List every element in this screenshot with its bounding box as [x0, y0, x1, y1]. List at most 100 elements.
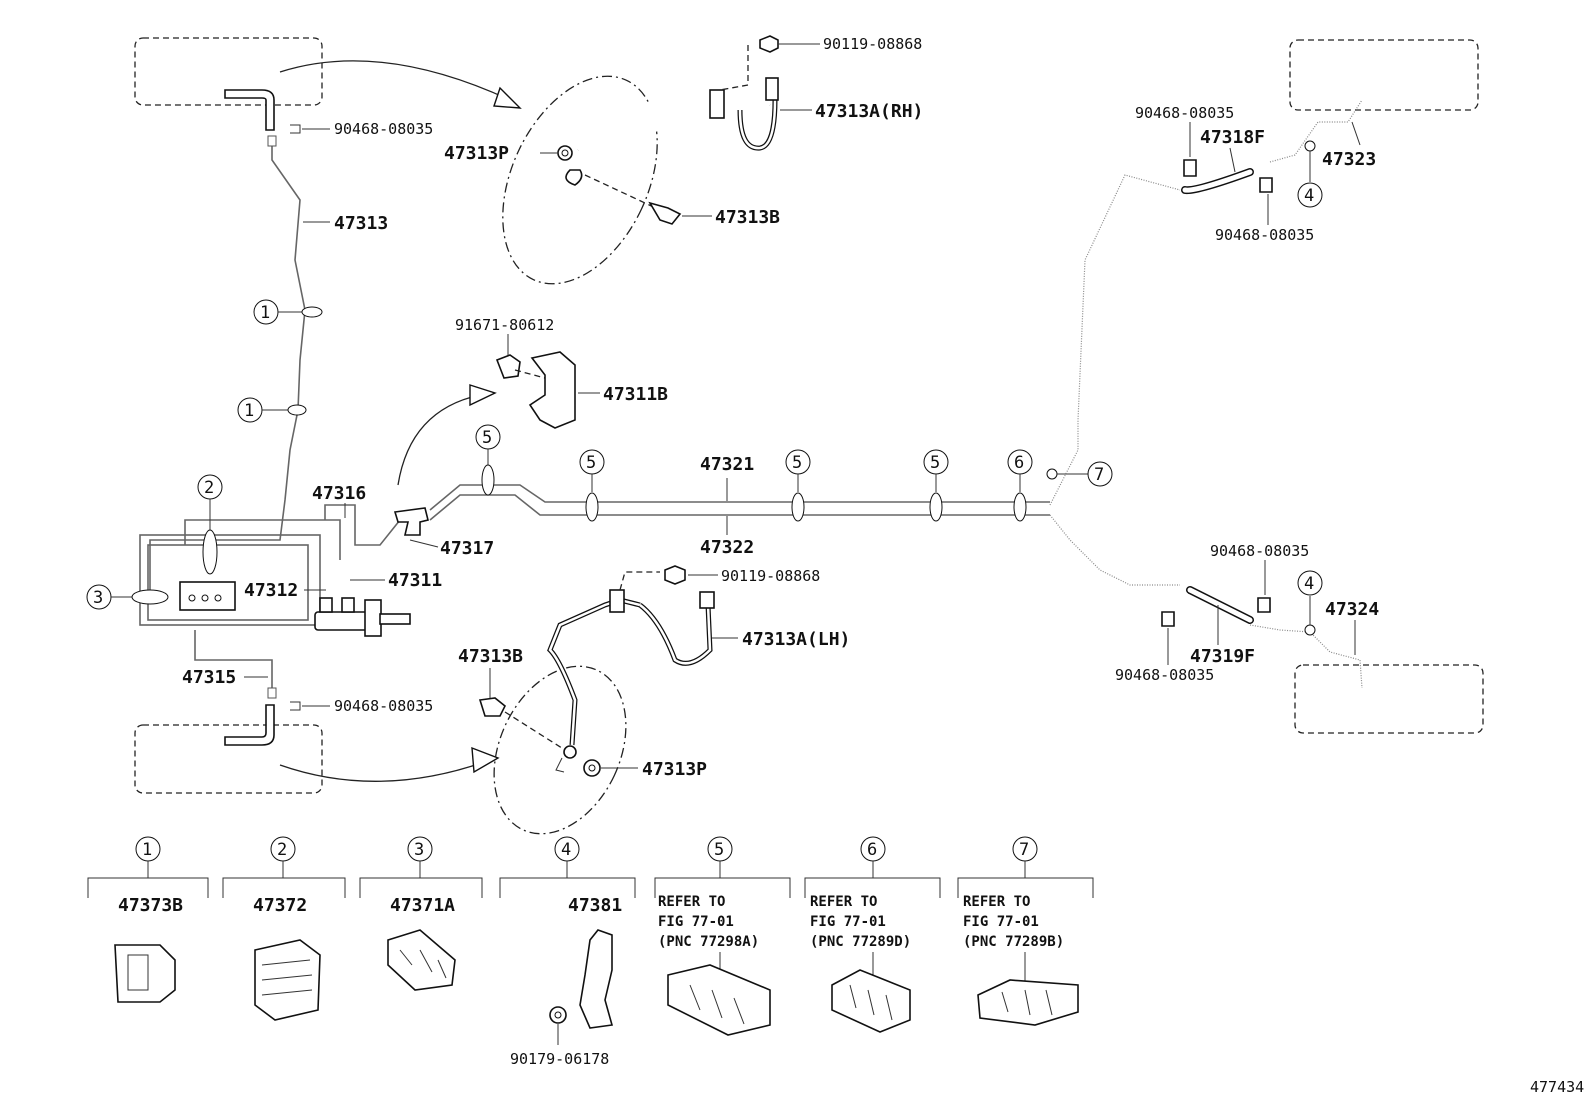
main-tubes-47321-47322: 47321 47322 — [429, 454, 1050, 558]
legend-part-47372: 47372 — [253, 895, 307, 916]
svg-text:2: 2 — [277, 840, 287, 860]
tube-47313: 90468-08035 47313 — [149, 120, 433, 590]
label-90468-08035-mr2: 90468-08035 — [1115, 666, 1214, 684]
svg-text:7: 7 — [1094, 465, 1104, 485]
svg-text:(PNC 77289D): (PNC 77289D) — [810, 934, 911, 950]
label-47312: 47312 — [244, 580, 298, 601]
label-47317: 47317 — [440, 538, 494, 559]
label-47313B-top: 47313B — [715, 207, 780, 228]
label-90468-08035-tr1: 90468-08035 — [1135, 104, 1234, 122]
svg-text:FIG 77-01: FIG 77-01 — [658, 914, 734, 930]
svg-text:5: 5 — [792, 453, 802, 473]
bracket-47311B: 91671-80612 47311B — [397, 316, 668, 486]
callout-4-upper: 4 — [1304, 186, 1314, 206]
top-left-reference-box — [134, 37, 522, 131]
svg-text:5: 5 — [714, 840, 724, 860]
legend-part-47373B: 47373B — [118, 895, 183, 916]
rh-hose-assembly: 90119-08868 47313A(RH) 47313P 47313B — [444, 35, 923, 285]
svg-text:(PNC 77298A): (PNC 77298A) — [658, 934, 759, 950]
label-47311B: 47311B — [603, 384, 668, 405]
bottom-left-reference-box: 90468-08035 — [134, 687, 500, 794]
svg-text:REFER TO: REFER TO — [963, 894, 1030, 910]
legend-item-1: 1 47373B — [87, 836, 209, 1003]
callout-4-lower: 4 — [1304, 574, 1314, 594]
label-91671-80612: 91671-80612 — [455, 316, 554, 334]
label-47313: 47313 — [334, 213, 388, 234]
callout-5-b: 5 — [579, 449, 605, 522]
lh-hose-assembly: 90119-08868 47313A(LH) 47313B 47313P — [458, 565, 850, 835]
label-47313P-bottom: 47313P — [642, 759, 707, 780]
label-47319F: 47319F — [1190, 646, 1255, 667]
label-47316: 47316 — [312, 483, 366, 504]
svg-text:1: 1 — [260, 303, 270, 323]
master-cylinder-assembly: 47316 47312 47311 47317 47315 — [139, 483, 494, 690]
svg-text:REFER TO: REFER TO — [658, 894, 725, 910]
label-47313A-LH: 47313A(LH) — [742, 629, 850, 650]
callout-3: 3 — [86, 584, 169, 610]
callout-1-upper: 1 — [253, 299, 323, 325]
label-90468-08035-mr1: 90468-08035 — [1210, 542, 1309, 560]
legend-item-2: 2 47372 — [222, 836, 346, 1021]
svg-text:3: 3 — [93, 588, 103, 608]
hose-47318F: 90468-08035 47318F 90468-08035 47323 4 — [1135, 39, 1479, 244]
label-47313A-RH: 47313A(RH) — [815, 101, 923, 122]
legend-item-6: 6 REFER TO FIG 77-01 (PNC 77289D) — [804, 836, 941, 1033]
callout-5-d: 5 — [923, 449, 949, 522]
svg-text:(PNC 77289B): (PNC 77289B) — [963, 934, 1064, 950]
label-90468-08035-bl: 90468-08035 — [334, 697, 433, 715]
label-47313P-top: 47313P — [444, 143, 509, 164]
legend-row: 1 47373B 2 47372 3 47371A — [87, 836, 1094, 1068]
legend-part-47381: 47381 — [568, 895, 622, 916]
label-47318F: 47318F — [1200, 127, 1265, 148]
label-47321: 47321 — [700, 454, 754, 475]
clamp-47371A-icon — [387, 929, 456, 991]
label-47315: 47315 — [182, 667, 236, 688]
callout-7: 7 — [1046, 461, 1113, 487]
svg-text:5: 5 — [586, 453, 596, 473]
legend-part-47371A: 47371A — [390, 895, 455, 916]
svg-text:4: 4 — [561, 840, 571, 860]
svg-text:7: 7 — [1019, 840, 1029, 860]
clip-icon — [290, 124, 301, 134]
legend-item-4: 4 47381 90179-06178 — [499, 836, 636, 1068]
hose-47319F: 90468-08035 90468-08035 47319F 4 47324 — [1115, 542, 1484, 734]
legend-item-7: 7 REFER TO FIG 77-01 (PNC 77289B) — [957, 836, 1094, 1026]
figure-id: 477434 — [1530, 1078, 1584, 1096]
label-90468-08035-tr2: 90468-08035 — [1215, 226, 1314, 244]
label-47322: 47322 — [700, 537, 754, 558]
callout-5-a: 5 — [475, 424, 501, 496]
callout-6: 6 — [1007, 449, 1033, 522]
bracket-47381-icon — [579, 929, 614, 1029]
legend-item-5: 5 REFER TO FIG 77-01 (PNC 77298A) — [654, 836, 791, 1036]
tube-end-fitting — [224, 89, 275, 131]
callout-1-lower: 1 — [237, 397, 307, 423]
legend-part-90179-06178: 90179-06178 — [510, 1050, 609, 1068]
svg-text:REFER TO: REFER TO — [810, 894, 877, 910]
svg-text:3: 3 — [414, 840, 424, 860]
clamp-77298A-icon — [667, 964, 771, 1036]
callout-2: 2 — [197, 474, 223, 575]
svg-text:5: 5 — [482, 428, 492, 448]
label-90119-08868-mid: 90119-08868 — [721, 567, 820, 585]
svg-text:2: 2 — [204, 478, 214, 498]
right-tubes — [1049, 99, 1363, 689]
svg-text:FIG 77-01: FIG 77-01 — [963, 914, 1039, 930]
svg-text:6: 6 — [1014, 453, 1024, 473]
svg-text:6: 6 — [867, 840, 877, 860]
svg-text:1: 1 — [142, 840, 152, 860]
label-90119-08868-top: 90119-08868 — [823, 35, 922, 53]
label-47313B-bottom: 47313B — [458, 646, 523, 667]
svg-text:FIG 77-01: FIG 77-01 — [810, 914, 886, 930]
callout-5-c: 5 — [785, 449, 811, 522]
flow-arrow-top — [279, 60, 511, 101]
legend-item-3: 3 47371A — [359, 836, 483, 991]
label-47311: 47311 — [388, 570, 442, 591]
label-47324: 47324 — [1325, 599, 1379, 620]
svg-text:5: 5 — [930, 453, 940, 473]
label-47323: 47323 — [1322, 149, 1376, 170]
label-90468-08035-tl: 90468-08035 — [334, 120, 433, 138]
clamp-47372-icon — [254, 939, 321, 1021]
clamp-47373B-icon — [114, 944, 176, 1003]
svg-text:1: 1 — [244, 401, 254, 421]
